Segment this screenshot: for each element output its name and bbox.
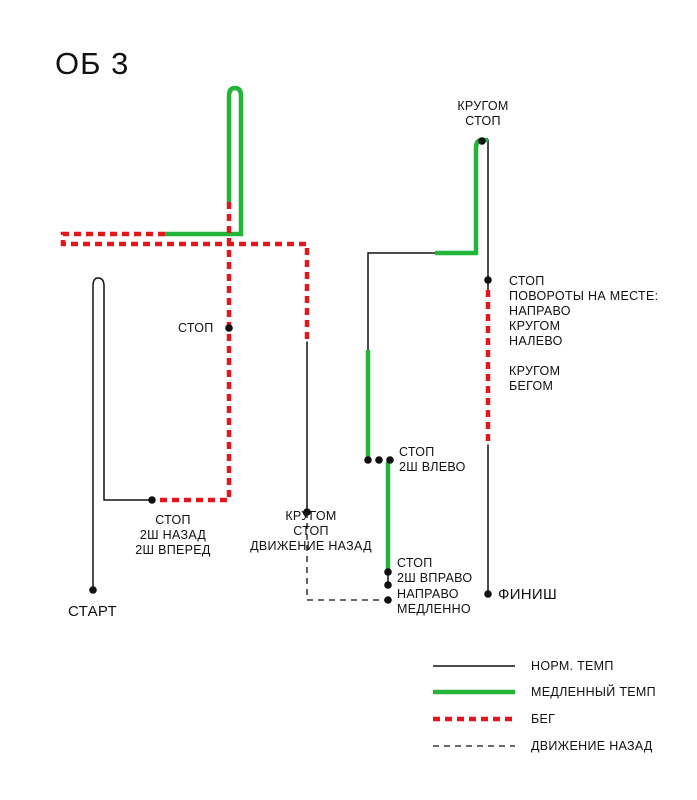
label-finish: ФИНИШ bbox=[498, 586, 558, 603]
label-start: СТАРТ bbox=[68, 603, 117, 620]
legend-label-normal: НОРМ. ТЕМП bbox=[531, 659, 614, 673]
point-stop-right-list bbox=[484, 276, 492, 284]
label-right-list: СТОП ПОВОРОТЫ НА МЕСТЕ: НАПРАВО КРУГОМ Н… bbox=[509, 274, 659, 348]
run-path bbox=[60, 202, 491, 503]
point-stop-left2-b bbox=[375, 456, 383, 464]
legend-label-slow: МЕДЛЕННЫЙ ТЕМП bbox=[531, 685, 656, 699]
point-stop-mid bbox=[225, 324, 233, 332]
point-stop-left2-c bbox=[386, 456, 394, 464]
legend-swatches bbox=[433, 665, 515, 747]
legend-label-back: ДВИЖЕНИЕ НАЗАД bbox=[531, 739, 653, 753]
point-turn-mid bbox=[303, 508, 311, 516]
label-stop-mid: СТОП bbox=[178, 321, 214, 335]
label-top-right: КРУГОМ СТОП bbox=[457, 99, 509, 128]
label-stop-right2: СТОП 2Ш ВПРАВО bbox=[397, 556, 473, 585]
point-stop-left bbox=[148, 496, 156, 504]
point-start bbox=[89, 586, 97, 594]
label-stop-left2: СТОП 2Ш ВЛЕВО bbox=[399, 445, 466, 474]
point-right-b bbox=[384, 596, 392, 604]
backward-path bbox=[306, 512, 388, 601]
point-finish bbox=[484, 590, 492, 598]
legend-label-run: БЕГ bbox=[531, 712, 556, 726]
label-left-bottom: СТОП 2Ш НАЗАД 2Ш ВПЕРЕД bbox=[135, 513, 211, 557]
point-top-right bbox=[478, 137, 486, 145]
label-right-slow: НАПРАВО МЕДЛЕННО bbox=[397, 587, 471, 616]
route-points bbox=[89, 137, 492, 604]
page-title: ОБ 3 bbox=[55, 46, 130, 81]
label-mid-bottom: КРУГОМ СТОП ДВИЖЕНИЕ НАЗАД bbox=[250, 509, 372, 553]
point-right-a bbox=[384, 581, 392, 589]
point-stop-left2-a bbox=[364, 456, 372, 464]
point-stop-right2 bbox=[384, 568, 392, 576]
label-right-run: КРУГОМ БЕГОМ bbox=[509, 364, 561, 393]
